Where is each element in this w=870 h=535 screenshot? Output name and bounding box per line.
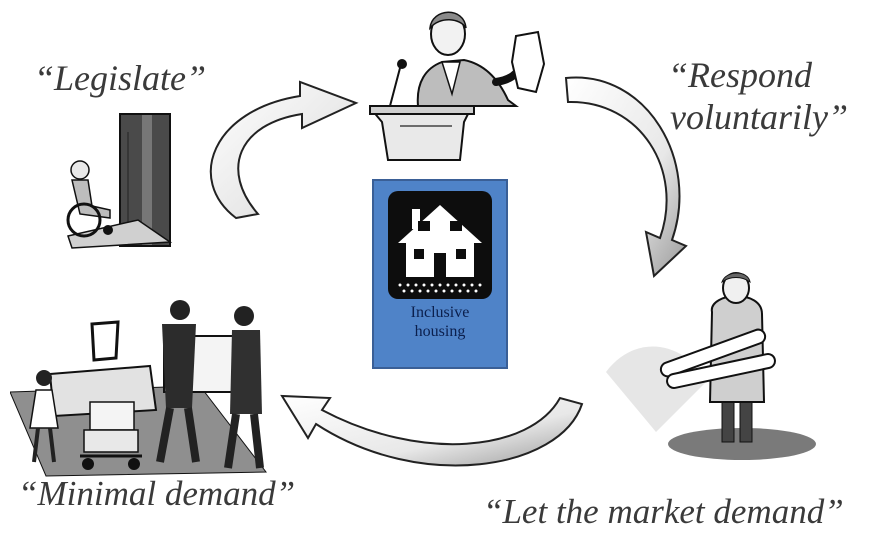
label-respond-line2: voluntarily” (670, 97, 848, 137)
center-label-line2: housing (414, 323, 466, 340)
label-respond-voluntarily: “Respond voluntarily” (668, 54, 848, 138)
planner-with-blueprints-icon (606, 272, 816, 460)
arrow-market-to-minimal (280, 394, 584, 467)
wheelchair-ramp-icon (66, 113, 173, 249)
speaker-at-podium-icon (369, 11, 546, 161)
center-label: Inclusive housing (374, 303, 506, 341)
center-label-line1: Inclusive (410, 304, 470, 321)
label-legislate: “Legislate” (34, 58, 207, 98)
arrow-legislate-to-respond (209, 80, 359, 220)
house-icon (388, 191, 492, 299)
label-let-the-market-demand: “Let the market demand” (483, 492, 844, 531)
label-minimal-demand: “Minimal demand” (18, 474, 296, 513)
inclusive-housing-card: Inclusive housing (372, 179, 508, 369)
people-moving-furniture-icon (10, 300, 268, 477)
arrow-respond-to-market (564, 76, 688, 278)
label-respond-line1: “Respond (668, 55, 812, 95)
